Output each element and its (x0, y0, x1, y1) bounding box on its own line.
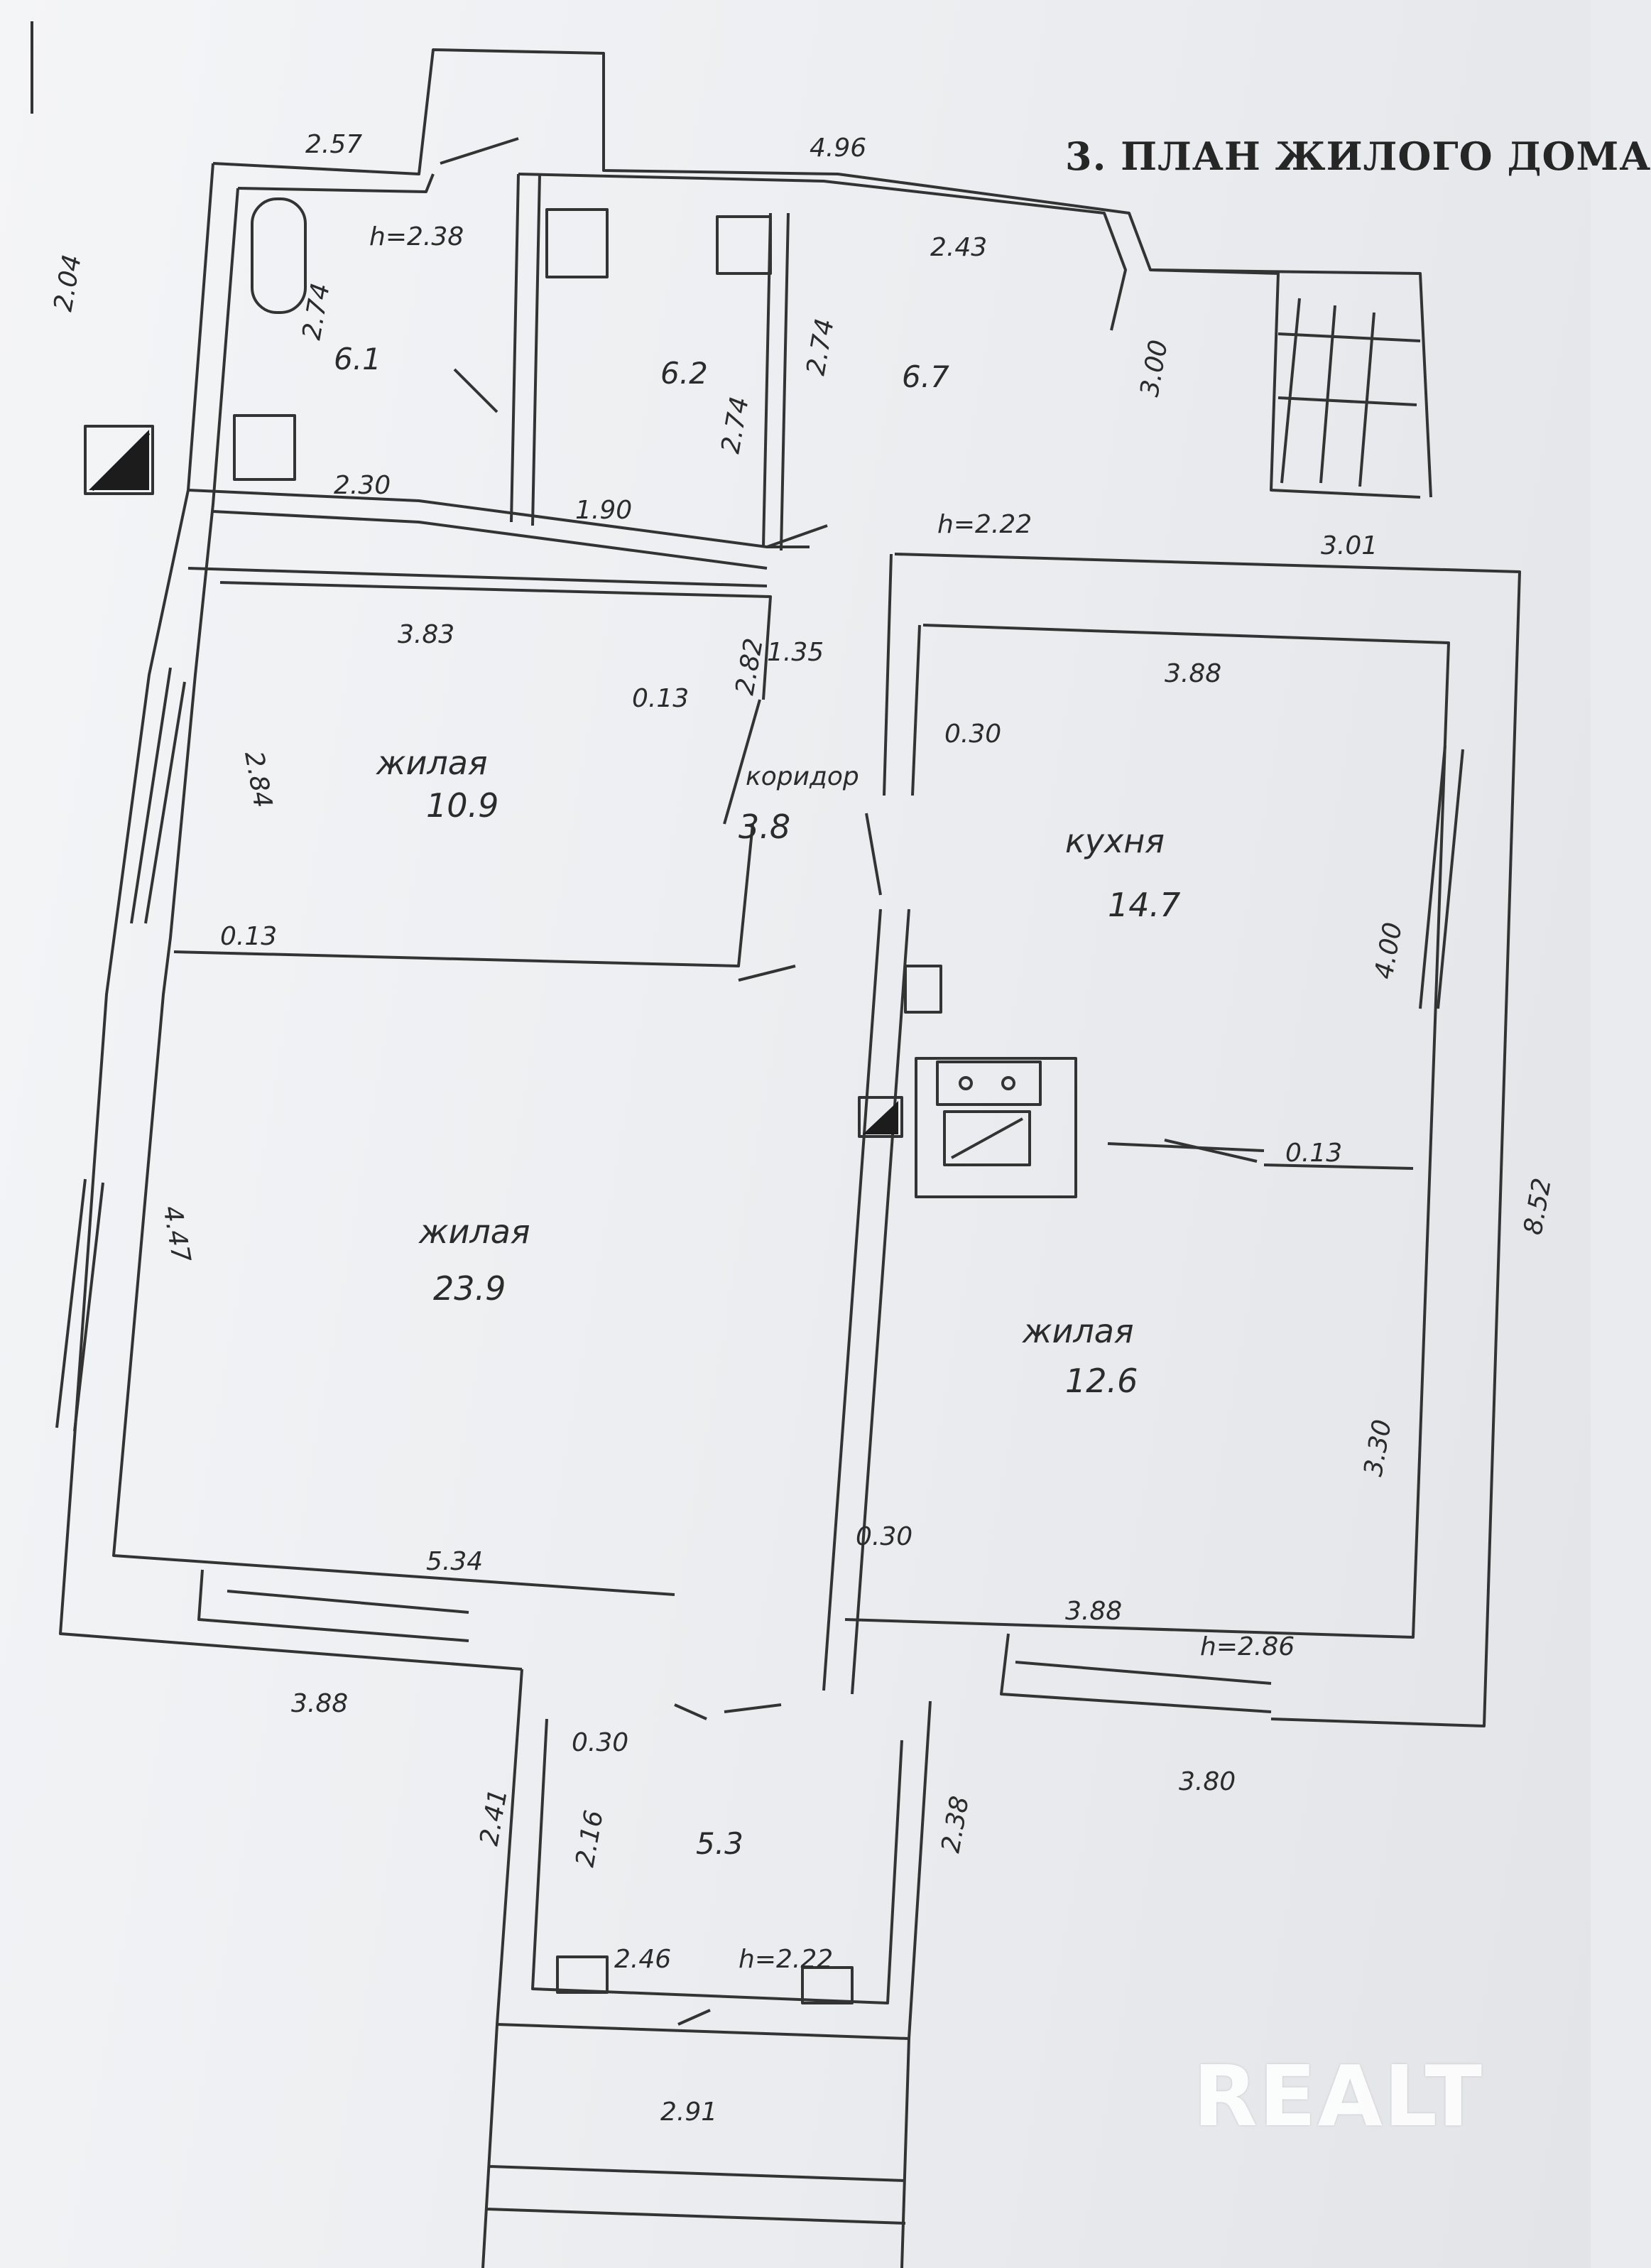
porch-post-left (556, 1955, 609, 1994)
dimension: 2.74 (297, 281, 335, 342)
big-room-window (55, 1178, 104, 1432)
dimension: 2.91 (660, 2098, 717, 2127)
porch-walls (496, 1669, 932, 2040)
floor-plan: жилая 10.9 коридор 3.8 кухня 14.7 жилая … (31, 21, 1557, 2268)
corridor-wall (883, 553, 921, 796)
room1-walls (173, 581, 772, 967)
stove-oven (943, 1110, 1031, 1166)
dimension: h=2.86 (1200, 1632, 1295, 1661)
kitchen-inner (844, 624, 1450, 1639)
stove-top (936, 1060, 1042, 1106)
dimension: 2.04 (48, 253, 87, 314)
room-name: кухня (1065, 822, 1165, 860)
watermark-logo: REALT (1193, 2047, 1483, 2145)
sink (545, 208, 609, 278)
room-area: 3.8 (739, 808, 790, 846)
kitchen-window (1419, 745, 1464, 1009)
stairs-block (1150, 268, 1421, 499)
dimension: 2.57 (305, 130, 362, 159)
area-label: 6.1 (334, 342, 381, 376)
area-label: 6.7 (902, 359, 949, 394)
dimension: 3.00 (1135, 338, 1173, 399)
partition-bath (510, 173, 541, 526)
porch-post-right (801, 1966, 854, 2004)
upper-wing-inner-bottom (212, 510, 768, 570)
area-label: 6.2 (660, 356, 708, 391)
dimension: 2.43 (930, 233, 987, 262)
dimension: h=2.38 (369, 222, 464, 251)
inner-wall-left (112, 188, 675, 1596)
partition-kitchen (762, 212, 790, 551)
dimension: h=2.22 (937, 510, 1032, 539)
room-area: 10.9 (426, 786, 498, 825)
plan-title: 3. ПЛАН ЖИЛОГО ДОМА (1065, 134, 1651, 179)
dimension: 4.00 (1369, 921, 1407, 982)
room1-outer (187, 567, 768, 587)
bottom-window-left (197, 1569, 469, 1642)
room-name: жилая (418, 1212, 530, 1251)
dimension: 0.30 (944, 720, 1001, 749)
outer-wall-left (59, 163, 523, 1671)
dimension: 2.46 (614, 1945, 671, 1974)
dimension: 2.41 (474, 1787, 513, 1848)
dimension: 0.13 (1285, 1139, 1342, 1168)
room-name: жилая (1022, 1312, 1134, 1350)
dimension: 0.13 (632, 684, 689, 713)
dimension: 1.35 (767, 638, 824, 667)
dimension: 4.96 (810, 134, 866, 163)
dimension: 2.30 (334, 471, 391, 500)
room-area: 12.6 (1065, 1362, 1138, 1400)
dimension: 0.30 (572, 1728, 628, 1757)
dimension: 2.84 (239, 749, 277, 810)
dimension: 3.88 (1165, 659, 1221, 688)
dimension: 2.16 (570, 1808, 609, 1870)
bathtub (251, 197, 307, 314)
dimension: 3.80 (1179, 1767, 1236, 1796)
toilet (233, 414, 296, 481)
dimension: 8.52 (1518, 1176, 1557, 1237)
stairs-steps (1277, 298, 1421, 487)
dimension: 2.38 (936, 1794, 974, 1855)
chimney-small (904, 965, 942, 1014)
outer-wall-top (212, 48, 1432, 498)
room-area: 23.9 (433, 1269, 506, 1308)
area-label: 5.3 (696, 1826, 743, 1861)
dimension: 5.34 (426, 1547, 483, 1576)
dimension: 2.74 (716, 395, 754, 456)
center-partition (822, 908, 910, 1695)
bottom-window-right (1000, 1633, 1272, 1713)
inner-wall-top (237, 173, 1127, 331)
dimension: 3.83 (398, 620, 454, 649)
dimension: 3.88 (291, 1689, 348, 1718)
kitchen-room-divider (1107, 1142, 1414, 1170)
chimney (858, 1096, 903, 1138)
dimension: 3.88 (1065, 1597, 1122, 1626)
dimension: 1.90 (575, 496, 632, 525)
vent (84, 425, 154, 495)
dimension: 3.30 (1358, 1418, 1397, 1479)
dimension: 4.47 (157, 1203, 195, 1264)
dimension: 2.74 (801, 317, 839, 378)
room-name: жилая (376, 744, 488, 782)
room1-window (130, 667, 186, 924)
kitchen-walls (894, 553, 1521, 1727)
stove (915, 1057, 1077, 1198)
porch-steps (481, 2024, 910, 2268)
dimension: 3.01 (1321, 531, 1378, 560)
porch-inner (531, 1718, 903, 2004)
room-area: 14.7 (1108, 886, 1180, 924)
dimension: h=2.22 (739, 1945, 833, 1974)
dimension: 0.13 (220, 922, 277, 951)
room-name: коридор (746, 762, 859, 791)
dimension: 0.30 (856, 1522, 912, 1551)
cooker (716, 215, 772, 275)
door-swing-1 (440, 137, 1258, 2026)
upper-wing-bottom (187, 489, 810, 548)
